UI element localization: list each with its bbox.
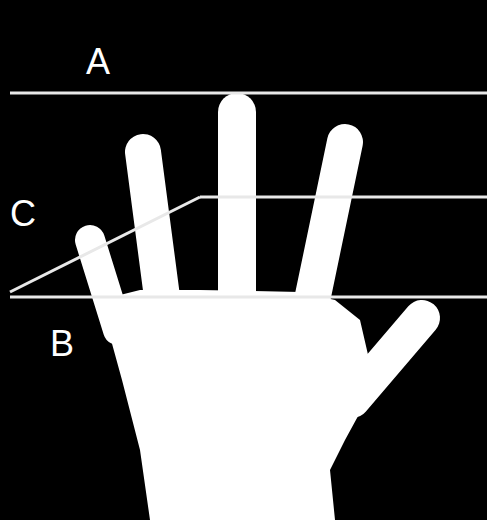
measurement-lines xyxy=(10,93,487,297)
line-label: C xyxy=(8,196,38,232)
line-label: A xyxy=(84,44,112,80)
hand-silhouette xyxy=(90,112,422,520)
line-label: B xyxy=(48,326,76,362)
